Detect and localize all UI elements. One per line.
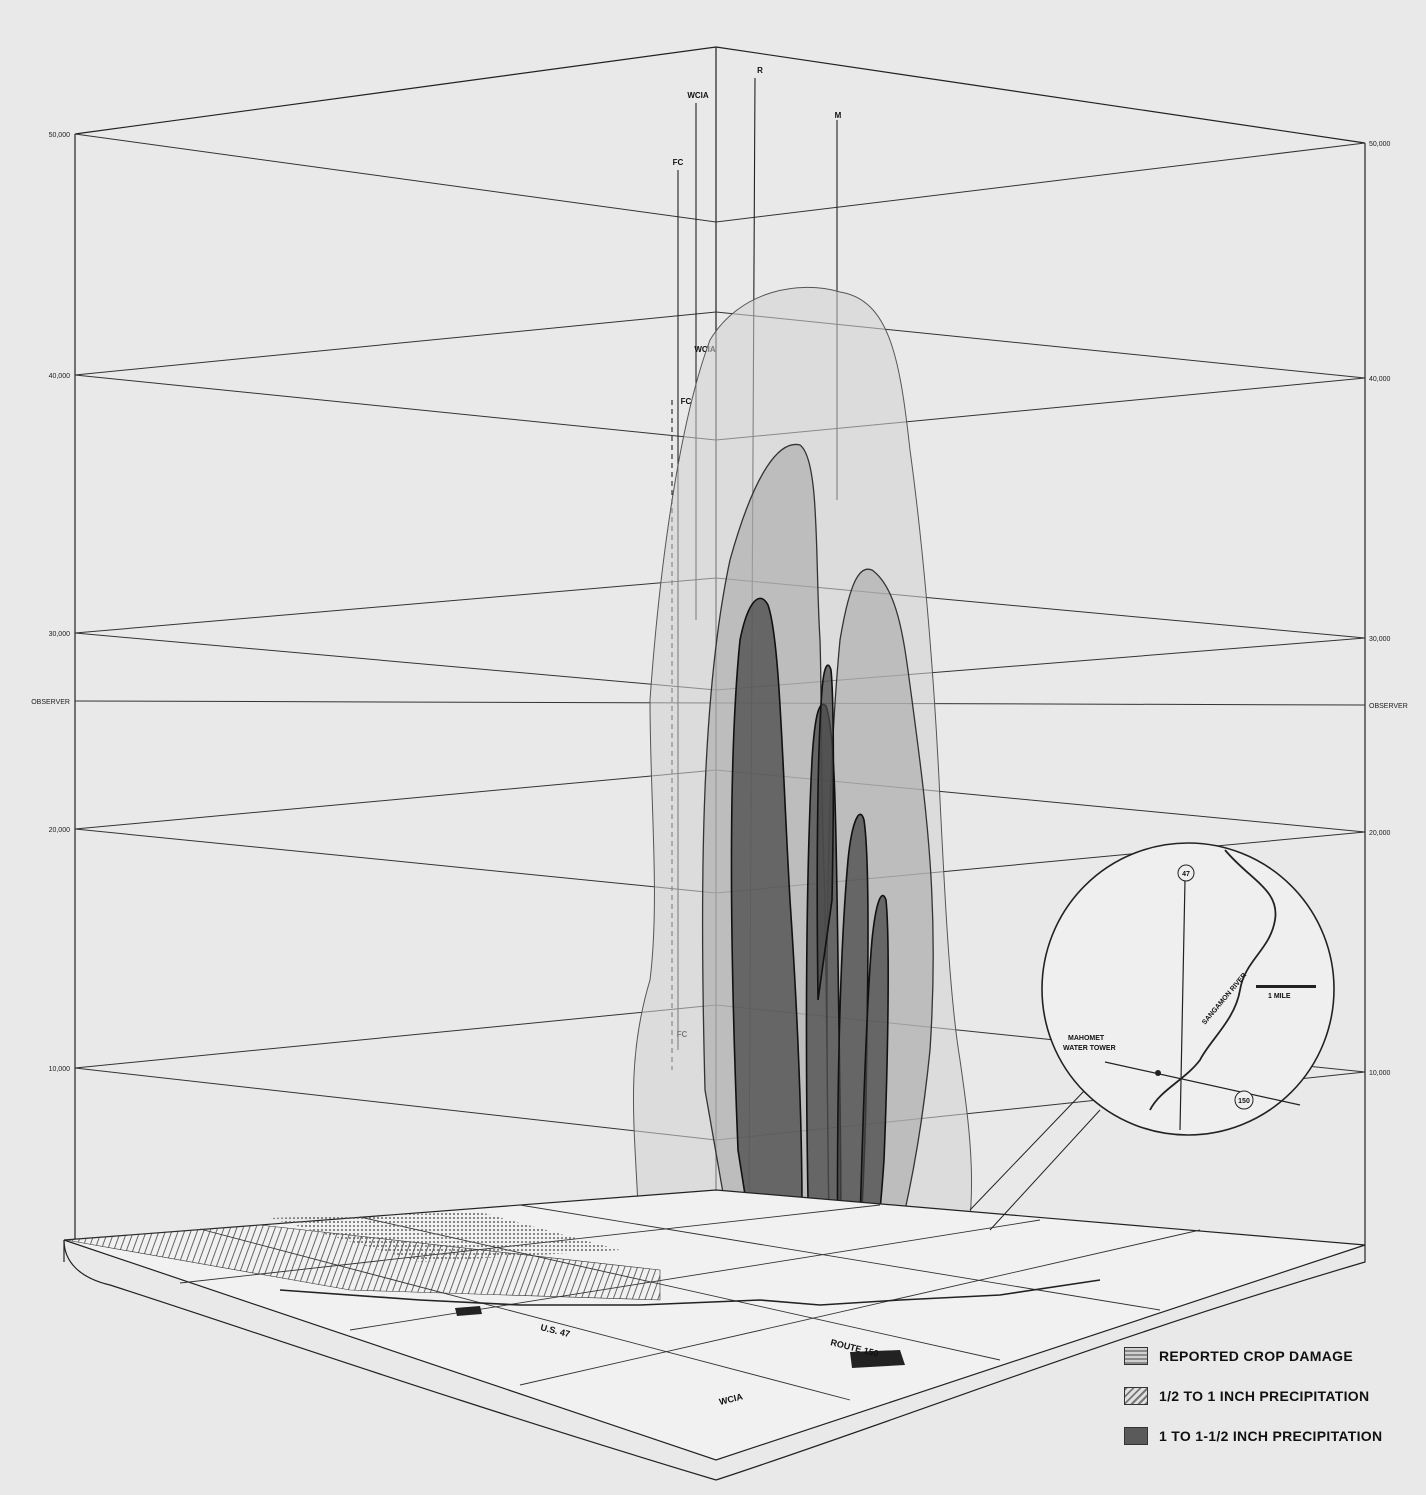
- tower-label-fc-mid: FC: [681, 397, 692, 406]
- legend: REPORTED CROP DAMAGE 1/2 TO 1 INCH PRECI…: [1124, 1346, 1414, 1466]
- frame-top-left: [75, 47, 716, 134]
- legend-label-crop-damage: REPORTED CROP DAMAGE: [1159, 1348, 1353, 1364]
- alt-label-left-20000: 20,000: [49, 827, 71, 834]
- inset-circle: [1042, 843, 1334, 1135]
- tower-label-fc-top: FC: [673, 158, 684, 167]
- legend-item-half-inch: 1/2 TO 1 INCH PRECIPITATION: [1124, 1386, 1414, 1406]
- alt-label-right-30000: 30,000: [1369, 636, 1391, 643]
- alt-label-left-30000: 30,000: [49, 631, 71, 638]
- legend-item-crop-damage: REPORTED CROP DAMAGE: [1124, 1346, 1414, 1366]
- frame-top-right: [716, 47, 1365, 143]
- alt-label-left-50000: 50,000: [49, 132, 71, 139]
- alt-label-left-10000: 10,000: [49, 1066, 71, 1073]
- plane-50000: [75, 134, 1365, 222]
- inset-route-150-label: 150: [1238, 1098, 1250, 1105]
- alt-label-right-40000: 40,000: [1369, 376, 1391, 383]
- alt-label-right-20000: 20,000: [1369, 830, 1391, 837]
- inset-town-label-1: MAHOMET: [1068, 1035, 1105, 1042]
- legend-item-one-inch: 1 TO 1-1/2 INCH PRECIPITATION: [1124, 1426, 1414, 1446]
- inset-route-47-label: 47: [1182, 871, 1190, 878]
- alt-label-right-observer: OBSERVER: [1369, 703, 1408, 710]
- altitude-labels-right: 50,000 40,000 30,000 OBSERVER 20,000 10,…: [1369, 141, 1408, 1077]
- legend-swatch-hatched: [1124, 1387, 1148, 1405]
- legend-swatch-solid: [1124, 1427, 1148, 1445]
- alt-label-right-10000: 10,000: [1369, 1070, 1391, 1077]
- inset-town-label-2: WATER TOWER: [1063, 1045, 1116, 1052]
- legend-label-half-inch: 1/2 TO 1 INCH PRECIPITATION: [1159, 1388, 1369, 1404]
- alt-label-left-observer: OBSERVER: [31, 699, 70, 706]
- alt-label-right-50000: 50,000: [1369, 141, 1391, 148]
- legend-label-one-inch: 1 TO 1-1/2 INCH PRECIPITATION: [1159, 1428, 1382, 1444]
- tower-label-wcia-top: WCIA: [687, 91, 709, 100]
- inset-scale-bar: [1256, 985, 1316, 988]
- legend-swatch-dotted: [1124, 1347, 1148, 1365]
- alt-label-left-40000: 40,000: [49, 373, 71, 380]
- inset-scale-label: 1 MILE: [1268, 993, 1291, 1000]
- tower-label-m: M: [835, 111, 842, 120]
- tower-label-r: R: [757, 66, 763, 75]
- altitude-labels-left: 50,000 40,000 30,000 OBSERVER 20,000 10,…: [31, 132, 70, 1073]
- inset-leader-2: [990, 1110, 1100, 1230]
- inset-leader-1: [970, 1090, 1085, 1210]
- inset-water-tower-dot: [1155, 1070, 1161, 1076]
